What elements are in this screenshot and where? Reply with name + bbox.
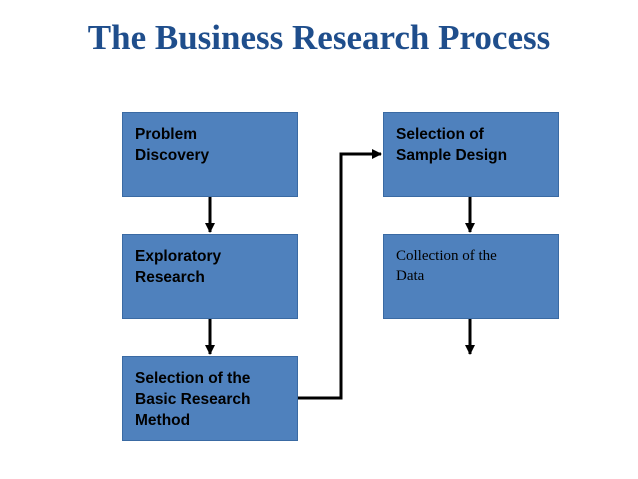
arrow-method-to-sample-design xyxy=(298,149,382,400)
diagram-title: The Business Research Process xyxy=(87,18,551,57)
step-problem-discovery: Problem Discovery xyxy=(122,112,298,197)
step-basic-research-method: Selection of the Basic Research Method xyxy=(122,356,298,441)
step-exploratory-research: Exploratory Research xyxy=(122,234,298,319)
step-data-collection: Collection of the Data xyxy=(383,234,559,319)
step-sample-design: Selection of Sample Design xyxy=(383,112,559,197)
